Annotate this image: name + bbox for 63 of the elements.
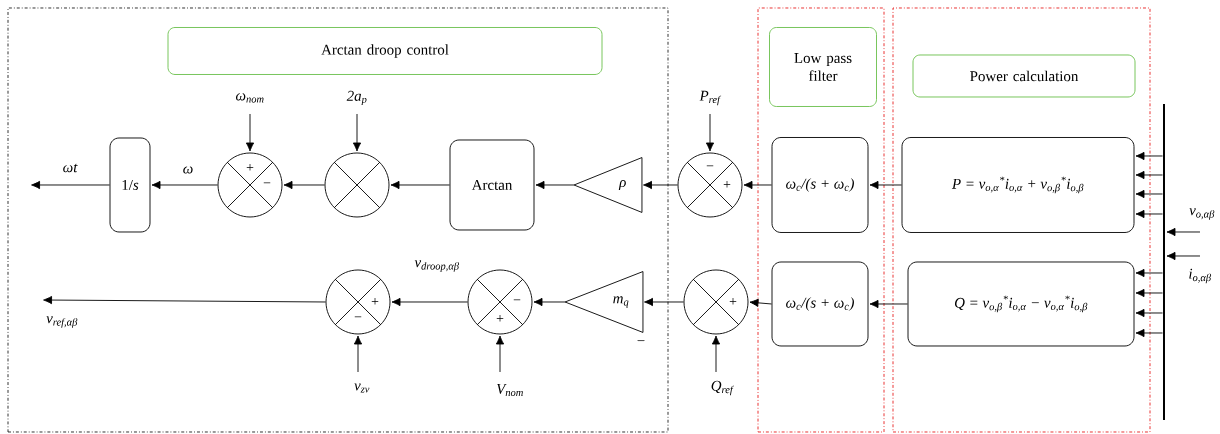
- function-box: Q = v$_{o,β}$$^{*}$i$_{o,α}$ − v$_{o,α}$$^{*}$i$_{o,β}$: [907, 261, 1135, 347]
- arrow: [1135, 170, 1163, 180]
- title-box: Arctan droop control: [167, 27, 603, 75]
- summing-junction: − +: [467, 269, 533, 335]
- arrow: [1135, 209, 1163, 219]
- arrow: [705, 113, 715, 152]
- signal-label: ωt: [63, 163, 78, 173]
- arrow: [644, 297, 684, 307]
- function-box: P = v$_{o,α}$$^{*}$i$_{o,α}$ + v$_{o,β}$$^{*}$i$_{o,β}$: [901, 137, 1135, 233]
- summing-junction: − +: [677, 152, 743, 218]
- arrow: [1135, 189, 1163, 199]
- arrow: [151, 180, 218, 190]
- signal-label: P$_{ref}$: [699, 90, 722, 106]
- arrow: [643, 180, 678, 190]
- arrow: [711, 335, 721, 373]
- signal-label: 2a$_{p}$: [346, 90, 367, 106]
- function-box: Arctan: [449, 139, 535, 231]
- signal-label: Q$_{ref}$: [711, 380, 734, 396]
- arrow: [391, 297, 468, 307]
- arrow: [869, 180, 902, 190]
- gain-triangle: ρ: [573, 157, 643, 213]
- arrow: [1135, 151, 1163, 161]
- function-box: 1/s: [109, 137, 151, 233]
- arrow: [743, 180, 772, 190]
- arrow: [352, 113, 362, 152]
- summing-junction: +: [683, 269, 749, 335]
- signal-label: i$_{o,αβ}$: [1189, 268, 1212, 284]
- signal-label: V$_{nom}$: [496, 383, 523, 396]
- signal-label: v$_{zv}$: [354, 383, 370, 393]
- arrow: [1135, 288, 1163, 298]
- signal-label: ω$_{nom}$: [236, 93, 264, 103]
- title-box: Power calculation: [912, 54, 1136, 98]
- arrow: [749, 298, 772, 307]
- arrow: [1135, 268, 1163, 278]
- arrow: [869, 299, 908, 309]
- signal-label: v$_{o,αβ}$: [1189, 208, 1215, 220]
- arrow: [1166, 251, 1201, 261]
- arrow: [390, 180, 450, 190]
- gain-triangle: m$_{q}$: [564, 271, 644, 333]
- arrow: [31, 180, 110, 190]
- group-frame: [757, 7, 885, 433]
- arrow: [1135, 328, 1163, 338]
- summing-junction: + −: [217, 152, 283, 218]
- arrow: [495, 335, 505, 373]
- function-box: ω$_{c}$/(s + ω$_{c}$): [771, 261, 869, 347]
- title-box: Low pass filter: [769, 27, 877, 107]
- signal-label: v$_{ref,αβ}$: [46, 316, 78, 328]
- multiplier: [324, 152, 390, 218]
- arrow: [1166, 227, 1201, 237]
- arrow: [1135, 308, 1163, 318]
- arrow: [353, 335, 363, 373]
- arrow: [283, 180, 325, 190]
- group-frame: [7, 7, 669, 433]
- group-frame: [892, 7, 1151, 433]
- signal-label: v$_{droop,αβ}$: [414, 260, 459, 272]
- summing-junction: + −: [325, 269, 391, 335]
- arrow: [245, 113, 255, 152]
- signal-label: ω: [183, 166, 193, 174]
- arrow: [535, 180, 575, 190]
- sign-label: −: [637, 340, 645, 342]
- arrow: [533, 297, 566, 307]
- function-box: ω$_{c}$/(s + ω$_{c}$): [771, 137, 869, 233]
- arrow: [43, 295, 326, 305]
